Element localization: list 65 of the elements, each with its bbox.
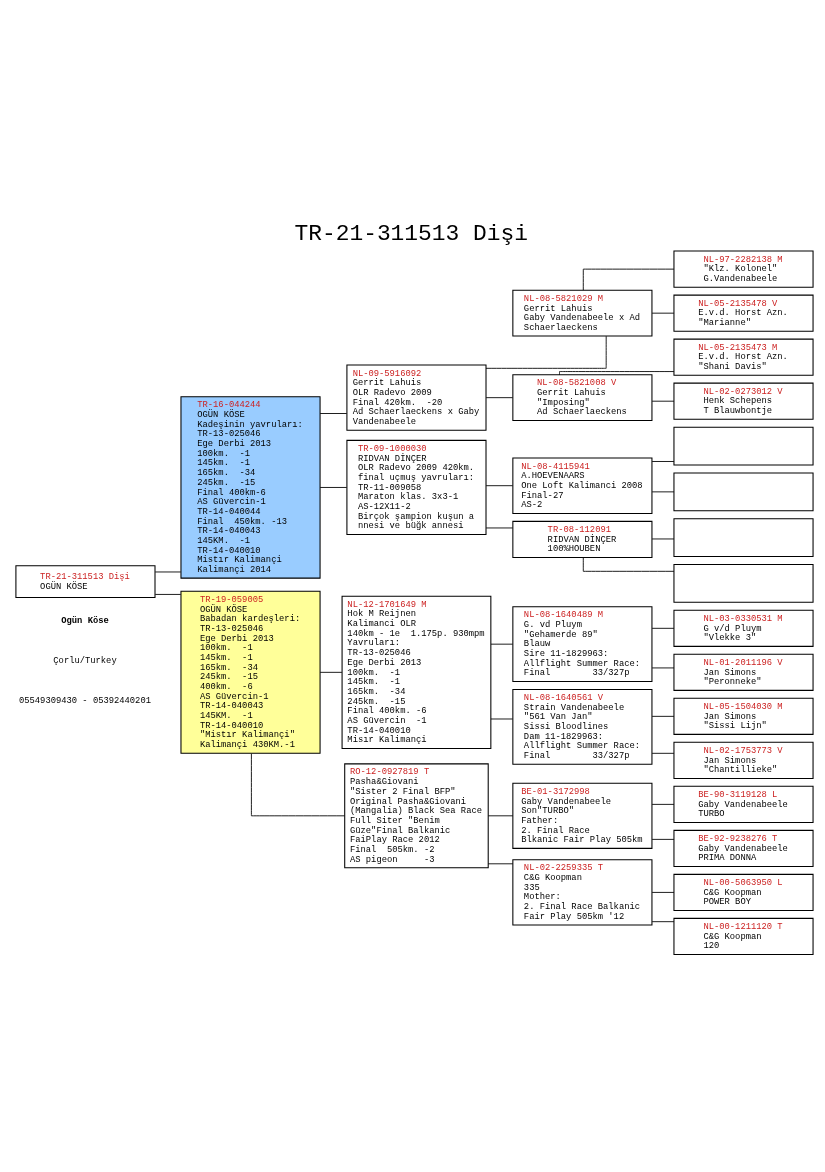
label: Ogün Köse [61, 615, 109, 626]
connector [651, 838, 675, 840]
connector [651, 803, 675, 805]
label: 05549309430 - 05392440201 [18, 695, 151, 706]
node-box: NL-01-2011196 V Jan Simons "Peronneke" [673, 653, 814, 691]
connector [487, 814, 514, 816]
node-box [673, 426, 814, 466]
node-box: TR-21-311513 Dişi OGÜN KÖSE [15, 564, 156, 598]
connector [319, 486, 348, 488]
node-box: NL-08-5821029 M Gerrit Lahuis Gaby Vandenabeele x Ad Schaerlaeckens [512, 289, 653, 337]
node-box: NL-00-1211120 T C&G Koopman 120 [673, 917, 814, 955]
connector [651, 627, 675, 629]
node-box: TR-08-112091 RIDVAN DİNÇER 100%HOUBEN [512, 520, 653, 558]
node-box: NL-00-5063950 L C&G Koopman POWER BOY [673, 873, 814, 911]
connector [485, 396, 514, 398]
connector [485, 335, 607, 369]
connector [485, 527, 514, 528]
node-box: NL-02-0273012 V Henk Schepens T Blauwbontje [673, 382, 814, 420]
node-box [673, 517, 814, 557]
connector [559, 370, 675, 375]
node-box: NL-12-1701649 M Hok M Reijnen Kalimanci OLR 140km - 1e 1.175p. 930mpm Yavruları: TR-13-025046 Ege Derbi 2013 100km. -1 145km. -1 165km. -34 245km. -15 Final 400km. -6 AS Güvercin -1 TR-14-040010 Misır Kalimançi [341, 595, 492, 749]
node-box: BE-90-3119128 L Gaby Vandenabeele TURBO [673, 785, 814, 823]
node-box: NL-08-1640489 M G. vd Pluym "Gehamerde 89" Blauw Sire 11-1829963: Allflight Summer Race: Final 33/327p [512, 605, 653, 682]
node-box: NL-05-2135478 V E.v.d. Horst Azn. "Marianne" [673, 294, 814, 332]
label: Çorlu/Turkey [53, 655, 117, 666]
connector [582, 268, 675, 291]
connector [651, 538, 675, 539]
node-box: NL-08-5821008 V Gerrit Lahuis "Imposing" Ad Schaerlaeckens [512, 373, 653, 421]
connector [651, 752, 675, 754]
connector [651, 920, 675, 922]
diagram-title: TR-21-311513 Dişi [294, 220, 528, 247]
connector [319, 412, 348, 414]
node-box: NL-05-1504030 M Jan Simons "Sissi Lijn" [673, 697, 814, 735]
connector [490, 718, 514, 719]
node-box: NL-08-1640561 V Strain Vandenabeele "561 Van Jan" Sissi Bloodlines Dam 11-1829963: Allflight Summer Race: Final 33/327p [512, 688, 653, 765]
node-box: TR-19-059005 OGÜN KÖSE Babadan kardeşleri: TR-13-025046 Ege Derbi 2013 100km. -1 145km. -1 165km. -34 245km. -15 400km. -6 AS Güvercin-1 TR-14-040043 145KM. -1 TR-14-040010 "Mistır Kalimançi" Kalimançi 430KM.-1 [180, 590, 321, 754]
connector [319, 671, 343, 673]
connector [490, 643, 514, 645]
node-box: NL-03-0330531 M G v/d Pluym "Vlekke 3" [673, 609, 814, 647]
node-box: RO-12-0927819 T Pasha&Giovani "Sister 2 Final BFP" Original Pasha&Giovani (Mangalia) Black Sea Race Full Siter "Benim Güze"Final Balkanic FaiPlay Race 2012 Final 505km. -2 AS pigeon -3 [344, 762, 489, 868]
node-box: NL-02-2259335 T C&G Koopman 335 Mother: 2. Final Race Balkanic Fair Play 505km '12 [512, 858, 653, 925]
connector [487, 862, 514, 864]
connector [250, 752, 345, 816]
node-box: NL-97-2282138 M "Klz. Kolonel" G.Vandenabeele [673, 250, 814, 288]
connector [651, 667, 675, 668]
connector [154, 593, 182, 595]
connector [651, 460, 675, 462]
node-box: TR-09-1000030 RIDVAN DİNÇER OLR Radevo 2009 420km. final uçmuş yavruları: TR-11-009058 Maraton klas. 3x3-1 AS-12X11-2 Birçok şampion kuşun a nnesi ve büğk annesi [346, 439, 487, 535]
connector [651, 400, 675, 402]
connector [651, 715, 675, 717]
node-box: NL-09-5916092 Gerrit Lahuis OLR Radevo 2009 Final 420km. -20 Ad Schaerlaeckens x Gaby Vandenabeele [346, 364, 487, 431]
connector [651, 312, 675, 314]
node-box: BE-92-9238276 T Gaby Vandenabeele PRIMA DONNA [673, 829, 814, 867]
node-box: NL-08-4115941 A.HOEVENAARS One Loft Kalimanci 2008 Final-27 AS-2 [512, 456, 653, 514]
node-box: BE-01-3172998 Gaby Vandenabeele Son"TURBO" Father: 2. Final Race Blkanic Fair Play 505km [512, 782, 653, 849]
node-box: TR-16-044244 OGÜN KÖSE Kadeşinin yavruları: TR-13-025046 Ege Derbi 2013 100km. -1 145km. -1 165km. -34 245km. -15 Final 400km-6 AS Güvercin-1 TR-14-040044 Final 450km. -13 TR-14-040043 145KM. -1 TR-14-040010 Mistır Kalimançi Kalimançi 2014 [180, 395, 321, 579]
connector [651, 490, 675, 492]
connector [582, 556, 675, 572]
connector [485, 484, 514, 486]
node-box: NL-02-1753773 V Jan Simons "Chantillieke" [673, 741, 814, 779]
connector [154, 571, 182, 572]
connector [651, 891, 675, 893]
node-box [673, 563, 814, 603]
node-box: NL-05-2135473 M E.v.d. Horst Azn. "Shani Davis" [673, 338, 814, 376]
node-box [673, 471, 814, 511]
